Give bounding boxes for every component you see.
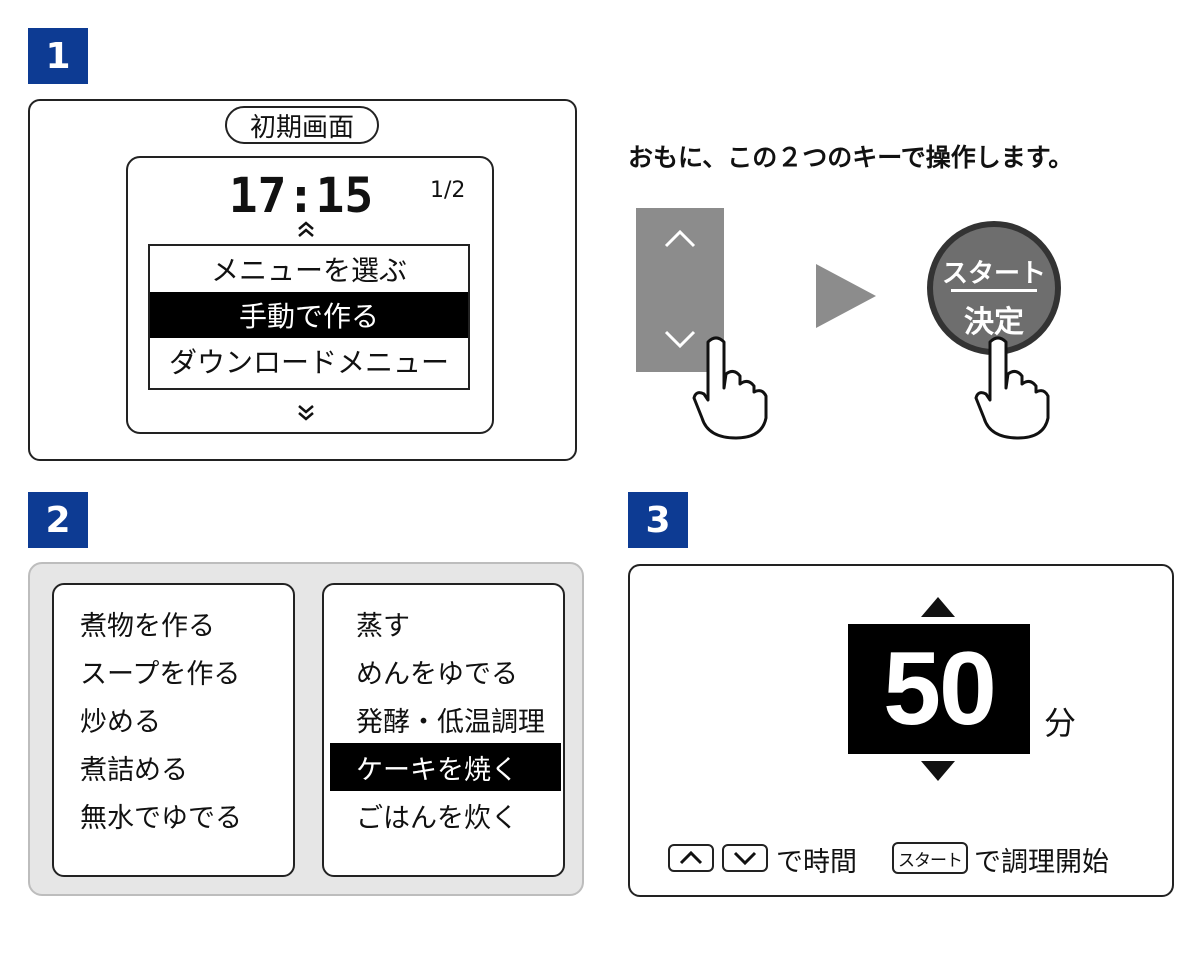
list-item[interactable]: スープを作る [80, 658, 241, 690]
hint-time-text: で時間 [776, 847, 857, 878]
list-item[interactable]: 煮物を作る [80, 610, 215, 642]
time-value: 50 [883, 630, 997, 747]
screen-label: 初期画面 [225, 106, 379, 144]
chevron-up-icon[interactable] [660, 226, 700, 252]
category-list-left: 煮物を作る スープを作る 炒める 煮詰める 無水でゆでる [52, 583, 295, 877]
time-unit: 分 [1044, 704, 1077, 742]
instruction-text: おもに、この２つのキーで操作します。 [628, 143, 1074, 172]
list-item[interactable]: 煮詰める [80, 754, 188, 786]
list-item[interactable]: 蒸す [356, 610, 410, 642]
menu-item-download-menu[interactable]: ダウンロードメニュー [168, 346, 449, 379]
start-key-icon: スタート [892, 842, 968, 874]
list-item[interactable]: 炒める [80, 706, 161, 738]
play-arrow-icon [816, 264, 876, 328]
hand-pointer-icon [974, 336, 1050, 440]
step-2-badge: 2 [28, 492, 88, 548]
chevron-down-icon[interactable] [660, 326, 700, 352]
time-value-display: 50 [848, 624, 1030, 754]
page-indicator: 1/2 [430, 178, 466, 203]
list-item[interactable]: めんをゆでる [356, 658, 518, 690]
list-item[interactable]: ごはんを炊く [356, 802, 518, 834]
time-setting-panel [628, 564, 1174, 897]
menu-list: メニューを選ぶ 手動で作る ダウンロードメニュー [148, 244, 470, 390]
step-3-badge: 3 [628, 492, 688, 548]
list-item[interactable]: 無水でゆでる [80, 802, 242, 834]
up-key-icon [668, 844, 714, 872]
start-key-top-label: スタート [941, 259, 1046, 289]
hint-start-text: で調理開始 [974, 847, 1109, 878]
hand-pointer-icon [692, 336, 768, 440]
list-item-selected[interactable]: ケーキを焼く [330, 743, 561, 791]
start-key-bottom-label: 決定 [964, 305, 1024, 340]
double-chevron-down-icon[interactable] [296, 402, 316, 424]
list-item[interactable]: 発酵・低温調理 [356, 706, 545, 738]
start-decide-key[interactable]: スタート 決定 [927, 221, 1061, 355]
triangle-up-icon[interactable] [920, 596, 956, 618]
category-list-right: 蒸す めんをゆでる 発酵・低温調理 ケーキを焼く ごはんを炊く [322, 583, 565, 877]
step-1-badge: 1 [28, 28, 88, 84]
double-chevron-up-icon[interactable] [296, 219, 316, 239]
triangle-down-icon[interactable] [920, 760, 956, 782]
menu-item-select-menu[interactable]: メニューを選ぶ [210, 254, 407, 287]
menu-item-manual[interactable]: 手動で作る [150, 292, 468, 338]
clock-time: 17:15 [228, 168, 374, 224]
down-key-icon [722, 844, 768, 872]
